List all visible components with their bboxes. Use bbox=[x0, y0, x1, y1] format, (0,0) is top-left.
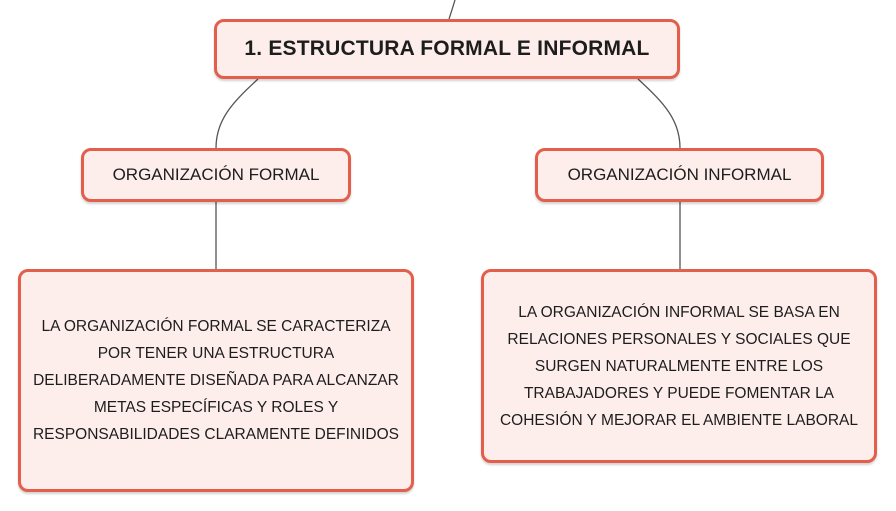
connector-root-to-informal bbox=[637, 78, 681, 149]
formal-organization-description: LA ORGANIZACIÓN FORMAL SE CARACTERIZA PO… bbox=[32, 318, 400, 443]
connector-parent-to-root bbox=[448, 0, 456, 20]
root-topic-node[interactable]: 1. ESTRUCTURA FORMAL E INFORMAL bbox=[214, 19, 680, 79]
connector-root-to-formal bbox=[215, 78, 259, 149]
informal-organization-description-node[interactable]: LA ORGANIZACIÓN INFORMAL SE BASA EN RELA… bbox=[481, 269, 877, 463]
informal-organization-node[interactable]: ORGANIZACIÓN INFORMAL bbox=[535, 148, 824, 202]
informal-organization-label: ORGANIZACIÓN INFORMAL bbox=[567, 165, 792, 184]
informal-organization-description: LA ORGANIZACIÓN INFORMAL SE BASA EN RELA… bbox=[499, 303, 859, 429]
formal-organization-description-node[interactable]: LA ORGANIZACIÓN FORMAL SE CARACTERIZA PO… bbox=[18, 269, 414, 492]
root-topic-label: 1. ESTRUCTURA FORMAL E INFORMAL bbox=[244, 37, 650, 60]
formal-organization-node[interactable]: ORGANIZACIÓN FORMAL bbox=[81, 148, 351, 202]
formal-organization-label: ORGANIZACIÓN FORMAL bbox=[112, 165, 320, 184]
